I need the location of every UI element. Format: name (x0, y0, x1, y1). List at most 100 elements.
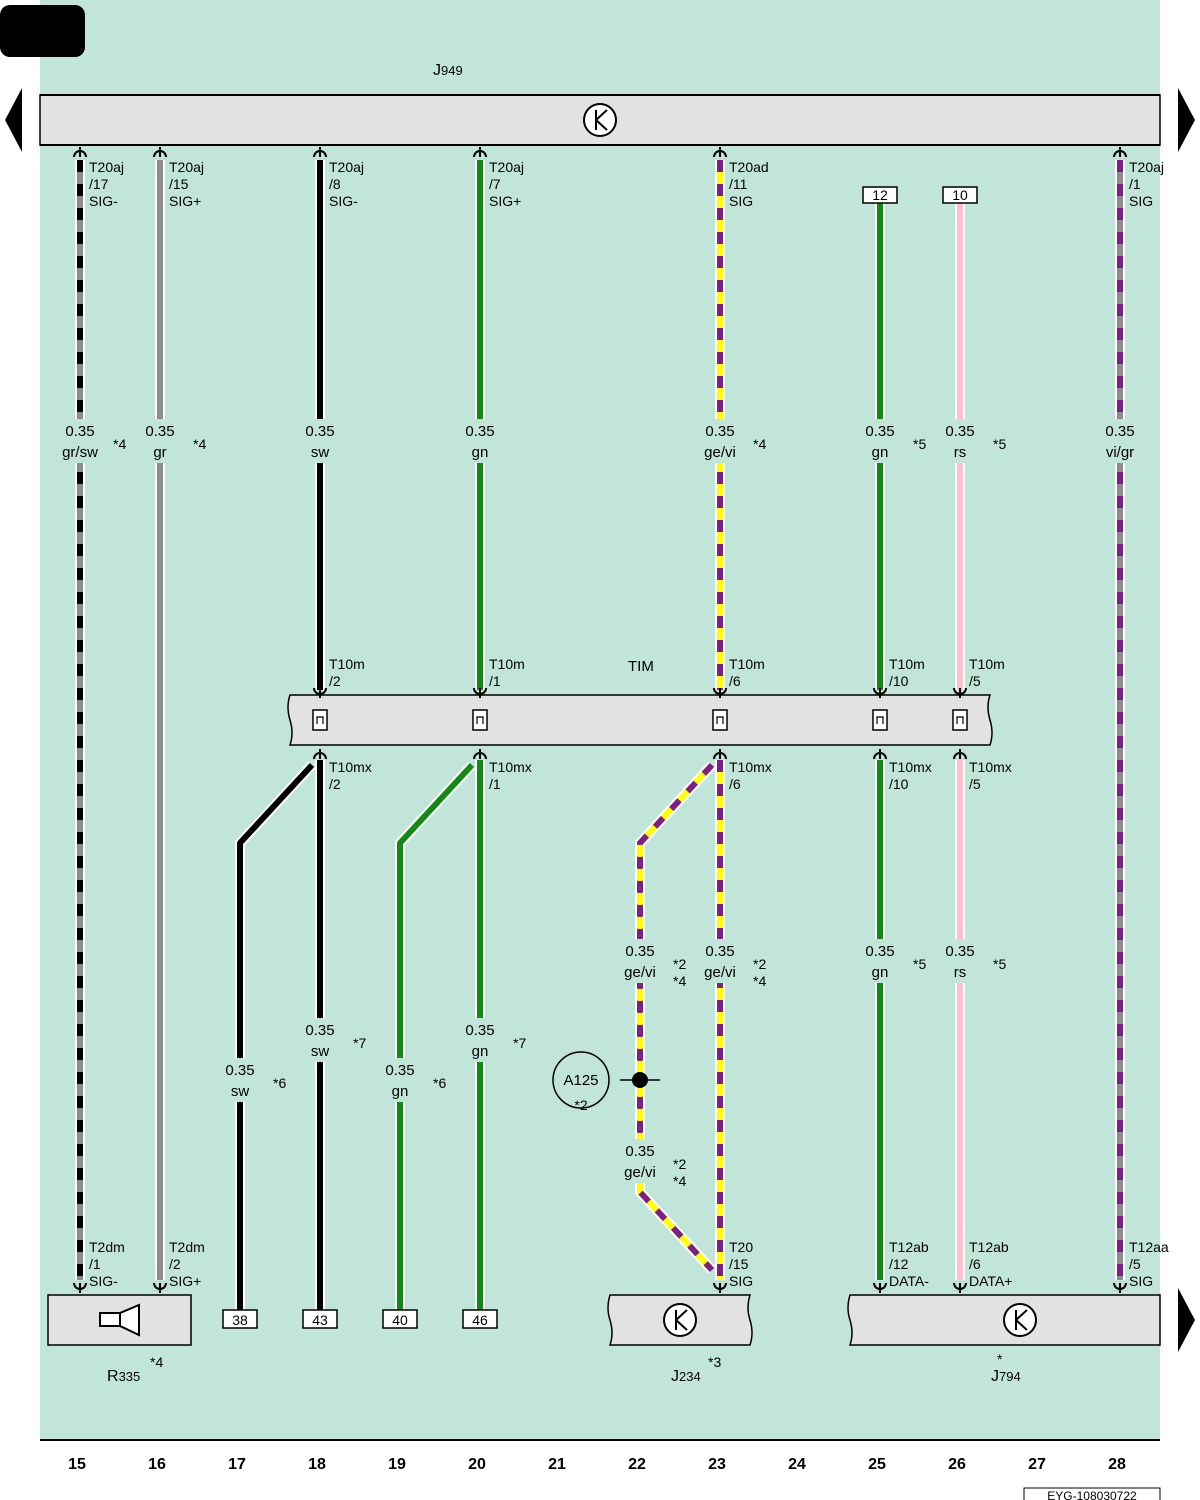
top-pin-signal: SIG+ (169, 193, 201, 209)
wire-box-12-label: 12 (872, 187, 888, 203)
tim-bottom-pin-number: /2 (329, 776, 341, 792)
wire-sw-branch (237, 762, 315, 1310)
j234-control-unit-icon (663, 1303, 697, 1337)
tim-socket-icon (952, 709, 968, 731)
tim-sockets: T10m/2T10mx/2T10m/1T10mx/1T10m/6T10mx/6T… (312, 656, 1012, 792)
top-pin-label: T20aj (329, 159, 364, 175)
tim-top-pin-label: T10m (729, 656, 765, 672)
bottom-pin-signal: SIG (729, 1273, 753, 1289)
wire-box-10 (942, 186, 978, 204)
wire-color: gr/sw (62, 444, 98, 461)
wire-label-bg (938, 419, 982, 463)
previous-page-arrow-icon[interactable] (5, 88, 22, 152)
splice-marker (552, 1051, 610, 1109)
column-number: 28 (1108, 1456, 1126, 1473)
splice-note: *2 (574, 1097, 587, 1113)
wire-color: gr (153, 444, 166, 461)
tim-top-pin-number: /2 (329, 673, 341, 689)
wire-size: 0.35 (465, 1022, 494, 1039)
page-tab (0, 5, 85, 57)
j234-label: J234 (671, 1368, 701, 1385)
wire-color: rs (954, 444, 967, 461)
wire-size: 0.35 (145, 423, 174, 440)
wire-size: 0.35 (945, 943, 974, 960)
doc-id: EYG-108030722 (1047, 1489, 1137, 1500)
j794-control-unit-icon (1003, 1303, 1037, 1337)
wire-color: gn (472, 1043, 489, 1060)
tim-bottom-pin-number: /5 (969, 776, 981, 792)
column-number: 16 (148, 1456, 166, 1473)
wire-note: *2 (753, 956, 766, 972)
column-number: 19 (388, 1456, 406, 1473)
top-pin-label: T20ad (729, 159, 769, 175)
wire-color: gn (472, 444, 489, 461)
bottom-pin-number: /5 (1129, 1256, 1141, 1272)
r335-label: R335 (107, 1368, 140, 1385)
top-pins: T20aj/17SIG-T20aj/15SIG+T20aj/8SIG-T20aj… (73, 147, 1164, 209)
tim-top-pin-number: /10 (889, 673, 909, 689)
top-pin-signal: SIG- (89, 193, 118, 209)
tim-bottom-pin-label: T10mx (329, 759, 372, 775)
tim-top-pin-number: /6 (729, 673, 741, 689)
column-number: 22 (628, 1456, 646, 1473)
doc-id-box (1023, 1487, 1161, 1500)
tim-label: TIM (628, 658, 654, 675)
ref-box-label: 43 (312, 1312, 328, 1328)
top-pin-label: T20aj (1129, 159, 1164, 175)
control-unit-icon (583, 103, 617, 137)
top-pin-label: T20aj (89, 159, 124, 175)
wire-size: 0.35 (705, 943, 734, 960)
wire-size: 0.35 (625, 943, 654, 960)
ref-box (382, 1309, 418, 1329)
next-page-arrow-icon[interactable] (1178, 88, 1195, 152)
wire-note: *6 (433, 1075, 446, 1091)
wire-note: *2 (673, 1156, 686, 1172)
ref-box (302, 1309, 338, 1329)
wire-color: ge/vi (704, 964, 736, 981)
top-pin-signal: SIG+ (489, 193, 521, 209)
wire-color: sw (231, 1083, 250, 1100)
wire-size: 0.35 (465, 423, 494, 440)
wire-label-bg (378, 1058, 422, 1102)
wire-note: *4 (113, 436, 126, 452)
wire-color: sw (311, 1043, 330, 1060)
bottom-pins: T2dm/1SIG-T2dm/2SIG+T20/15SIGT12ab/12DAT… (73, 1239, 1169, 1293)
wire-label-bg (58, 419, 102, 463)
wire-label-bg (1098, 419, 1142, 463)
wire-label-bg (218, 1058, 262, 1102)
column-number: 24 (788, 1456, 806, 1473)
wire-size: 0.35 (385, 1062, 414, 1079)
top-pin-number: /7 (489, 176, 501, 192)
top-pin-number: /17 (89, 176, 109, 192)
tim-top-pin-number: /5 (969, 673, 981, 689)
wire-note: *5 (993, 436, 1006, 452)
tim-top-pin-number: /1 (489, 673, 501, 689)
wire-label-bg (858, 419, 902, 463)
wire-color: ge/vi (624, 964, 656, 981)
wire-note: *4 (193, 436, 206, 452)
wire-note: *5 (993, 956, 1006, 972)
wire-note: *6 (273, 1075, 286, 1091)
column-number: 21 (548, 1456, 566, 1473)
top-pin-label: T20aj (169, 159, 204, 175)
tim-bottom-pin-label: T10mx (969, 759, 1012, 775)
column-number: 26 (948, 1456, 966, 1473)
tim-connector-block (287, 694, 993, 746)
tim-socket-icon (472, 709, 488, 731)
top-pin-number: /15 (169, 176, 189, 192)
j794-label: J794 (991, 1368, 1021, 1385)
column-number: 27 (1028, 1456, 1046, 1473)
wire-size: 0.35 (945, 423, 974, 440)
wire-note: *5 (913, 956, 926, 972)
top-pin-signal: SIG (729, 193, 753, 209)
ref-box (462, 1309, 498, 1329)
bottom-pin-signal: DATA+ (969, 1273, 1012, 1289)
top-pin-signal: SIG- (329, 193, 358, 209)
top-pin-number: /1 (1129, 176, 1141, 192)
bottom-pin-label: T20 (729, 1239, 753, 1255)
wire-size: 0.35 (305, 1022, 334, 1039)
continue-arrow-icon[interactable] (1178, 1288, 1195, 1352)
tim-top-pin-label: T10m (969, 656, 1005, 672)
